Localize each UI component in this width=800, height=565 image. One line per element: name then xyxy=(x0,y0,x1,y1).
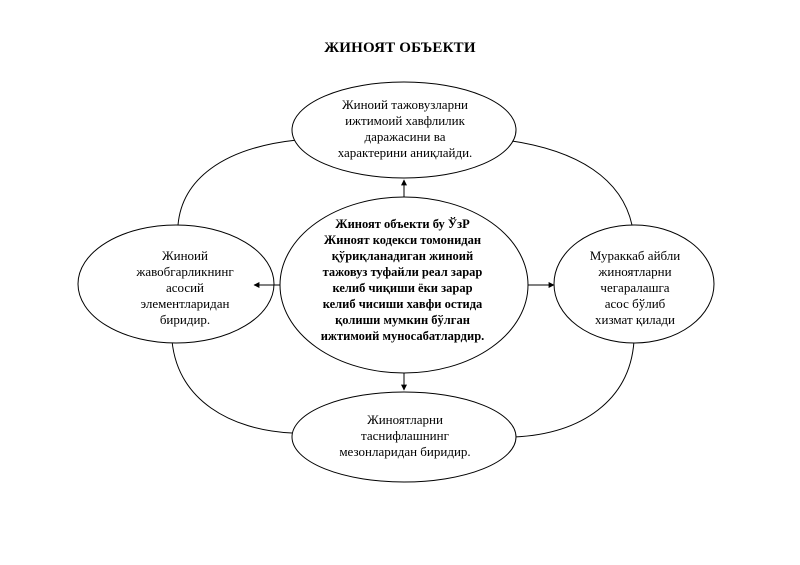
node-top-ellipse xyxy=(291,81,517,179)
node-bottom-ellipse xyxy=(291,391,517,483)
connector-arc-bottom-left xyxy=(171,340,293,434)
node-center-text: Жиноят объекти бу ЎзР Жиноят кодекси том… xyxy=(320,217,485,343)
connector-arc-bottom-right xyxy=(513,340,635,438)
connector-arc-top-right xyxy=(504,139,633,226)
node-bottom-text: Жиноятларни таснифлашнинг мезонларидан б… xyxy=(339,412,471,459)
node-top-text: Жиноий тажовузларни ижтимоий хавфлилик д… xyxy=(337,97,473,160)
node-left-text: Жиноий жавобгарликнинг асосий элементлар… xyxy=(136,248,234,327)
connector-arc-top-left xyxy=(177,139,298,226)
node-right-text: Мураккаб айбли жиноятларни чегаралашга а… xyxy=(589,248,681,327)
node-left-ellipse xyxy=(77,224,275,344)
page-title: ЖИНОЯТ ОБЪЕКТИ xyxy=(324,40,476,56)
